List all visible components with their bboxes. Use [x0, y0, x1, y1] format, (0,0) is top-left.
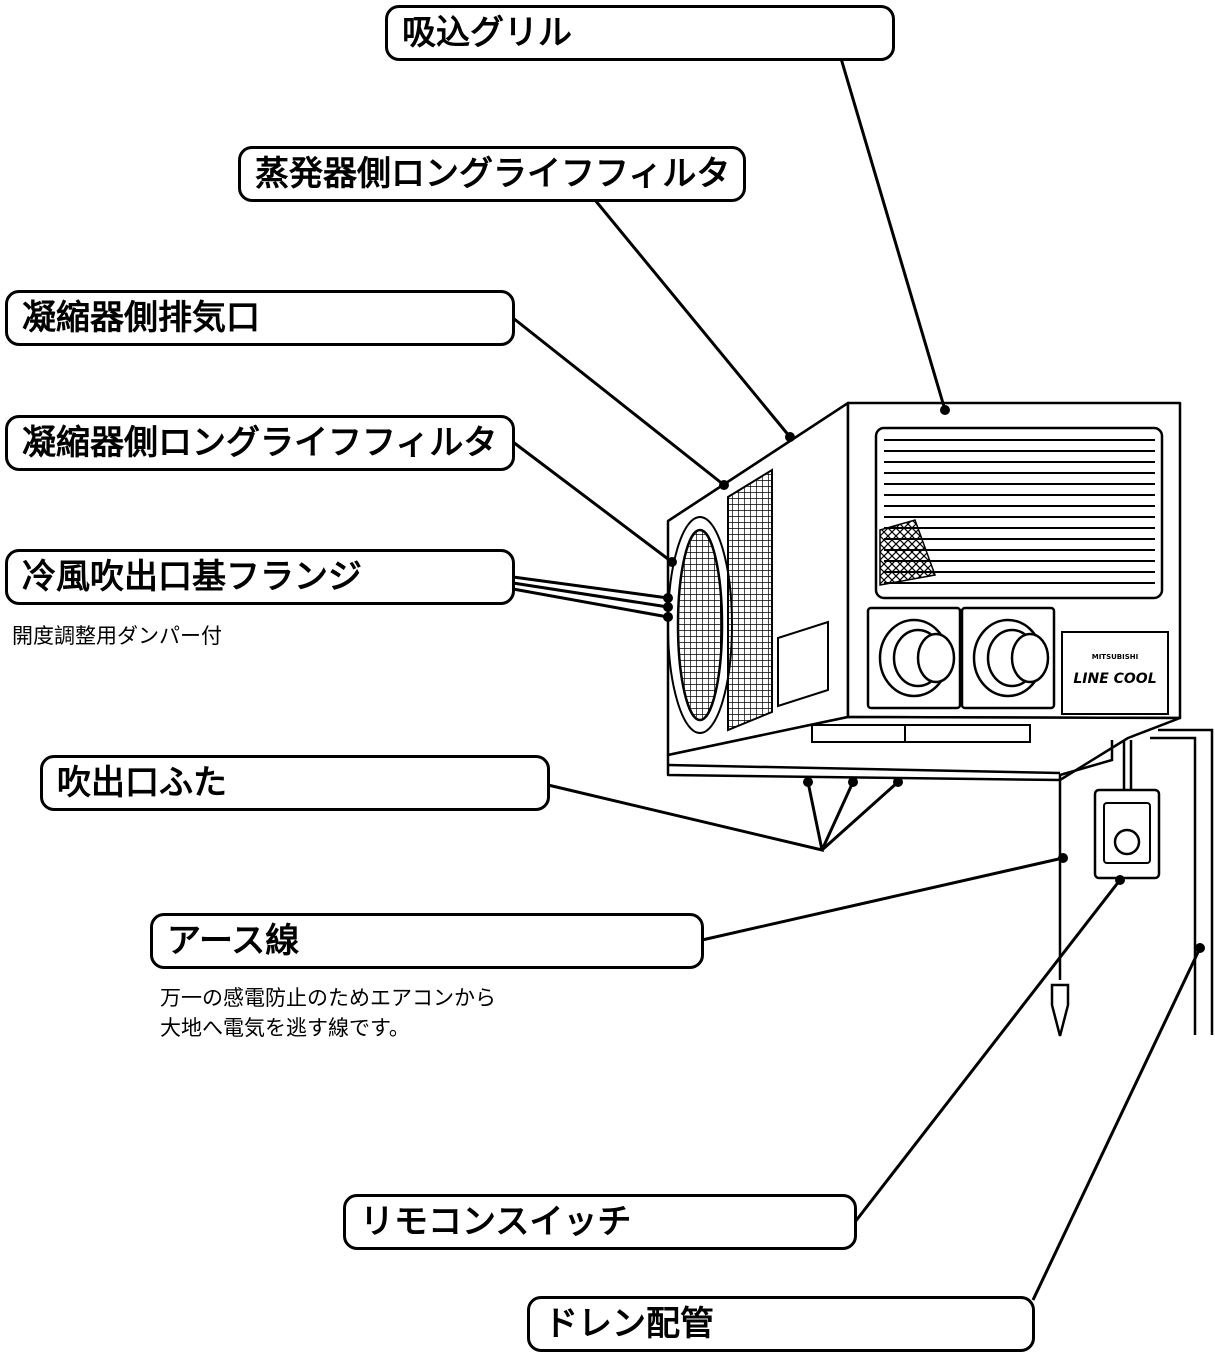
label-evaporator-filter: 蒸発器側ロングライフフィルタ — [238, 146, 746, 202]
remote-switch-dial — [1113, 828, 1141, 856]
intake-grille-louvers — [874, 426, 1164, 600]
ground-rod — [1050, 983, 1070, 1037]
note-ground-wire-line2: 大地へ電気を逃す線です。 — [160, 1016, 410, 1040]
leader-dots — [663, 405, 1205, 953]
label-ground-wire: アース線 — [150, 913, 704, 969]
model-text: LINE COOL — [1073, 671, 1156, 687]
label-condenser-filter: 凝縮器側ロングライフフィルタ — [5, 415, 515, 471]
condenser-side-outlet — [676, 528, 724, 722]
unit-bottom-tray — [666, 715, 1182, 782]
label-cold-air-flange: 冷風吹出口基フランジ — [5, 549, 515, 605]
label-condenser-exhaust: 凝縮器側排気口 — [5, 290, 515, 346]
drain-pipe-line-a — [1150, 736, 1197, 1035]
ground-wire-cable — [1058, 740, 1114, 980]
condenser-mesh-panel — [727, 468, 773, 732]
leader-lines — [512, 54, 1202, 1301]
note-cold-air-flange: 開度調整用ダンパー付 — [12, 624, 222, 648]
bottom-outlet-covers — [811, 724, 1031, 743]
label-intake-grille: 吸込グリル — [385, 5, 895, 61]
brand-plate — [1061, 631, 1169, 715]
side-access-panel — [777, 620, 829, 708]
label-drain-pipe: ドレン配管 — [527, 1296, 1035, 1352]
note-ground-wire-line1: 万一の感電防止のためエアコンから — [160, 986, 496, 1010]
drain-pipe-line-b — [1158, 728, 1214, 1035]
label-outlet-cover: 吹出口ふた — [40, 755, 550, 811]
brand-text: MITSUBISHI — [1092, 653, 1139, 661]
outlet-flanges — [866, 606, 1056, 710]
label-remote-switch: リモコンスイッチ — [343, 1194, 857, 1250]
